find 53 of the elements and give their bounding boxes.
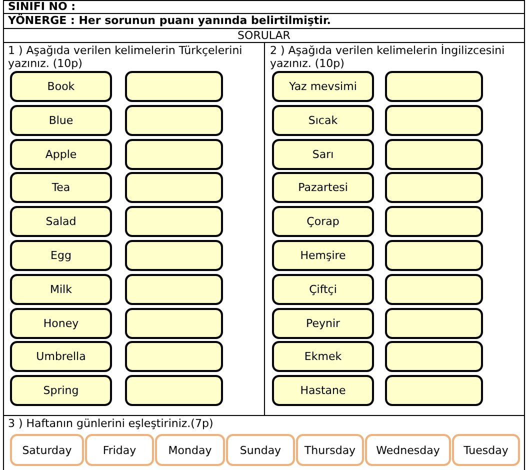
question-text: 3 ) Haftanın günlerini eşleştiriniz.(7p) xyxy=(8,417,214,430)
word-card: Sıcak xyxy=(272,104,374,136)
word-card: Egg xyxy=(10,240,112,271)
answer-box xyxy=(385,240,483,271)
word-card: Pazartesi xyxy=(272,172,374,204)
day-card: Thursday xyxy=(296,434,364,466)
day-card: Tuesday xyxy=(452,434,520,466)
word-card: Peynir xyxy=(272,308,374,339)
instruction-text: YÖNERGE : Her sorunun puanı yanında belirtilmiştir. xyxy=(8,14,331,27)
word-card: Spring xyxy=(10,375,112,406)
answer-box xyxy=(385,138,483,170)
word-card: Blue xyxy=(10,104,112,136)
answer-box xyxy=(385,375,483,406)
answer-box xyxy=(385,71,483,102)
word-card: Çiftçi xyxy=(272,274,374,305)
answer-box xyxy=(125,240,223,271)
day-card: Saturday xyxy=(10,434,84,466)
answer-box xyxy=(125,104,223,136)
word-card: Salad xyxy=(10,206,112,238)
word-card: Yaz mevsimi xyxy=(272,71,374,102)
day-card: Monday xyxy=(155,434,225,466)
answer-box xyxy=(385,308,483,339)
question-text: 2 ) Aşağıda verilen kelimelerin İngilizcesini yazınız. (10p) xyxy=(270,44,506,70)
question-text: 1 ) Aşağıda verilen kelimelerin Türkçelerini yazınız. (10p) xyxy=(8,44,244,70)
answer-box xyxy=(125,341,223,372)
answer-box xyxy=(125,71,223,102)
answer-box xyxy=(125,172,223,204)
day-card: Wednesday xyxy=(365,434,451,466)
answer-box xyxy=(125,375,223,406)
day-card: Sunday xyxy=(226,434,295,466)
section-heading: SORULAR xyxy=(236,29,292,42)
word-card: Ekmek xyxy=(272,341,374,372)
day-card: Friday xyxy=(85,434,154,466)
answer-box xyxy=(125,206,223,238)
word-card: Umbrella xyxy=(10,341,112,372)
answer-box xyxy=(385,341,483,372)
word-card: Sarı xyxy=(272,138,374,170)
answer-box xyxy=(385,104,483,136)
form-field-label: SINIFI NO : xyxy=(8,0,76,13)
word-card: Honey xyxy=(10,308,112,339)
word-card: Hemşire xyxy=(272,240,374,271)
answer-box xyxy=(385,274,483,305)
answer-box xyxy=(125,138,223,170)
answer-box xyxy=(125,274,223,305)
word-card: Book xyxy=(10,71,112,102)
answer-box xyxy=(385,206,483,238)
answer-box xyxy=(385,172,483,204)
word-card: Tea xyxy=(10,172,112,204)
word-card: Apple xyxy=(10,138,112,170)
word-card: Hastane xyxy=(272,375,374,406)
answer-box xyxy=(125,308,223,339)
word-card: Çorap xyxy=(272,206,374,238)
word-card: Milk xyxy=(10,274,112,305)
